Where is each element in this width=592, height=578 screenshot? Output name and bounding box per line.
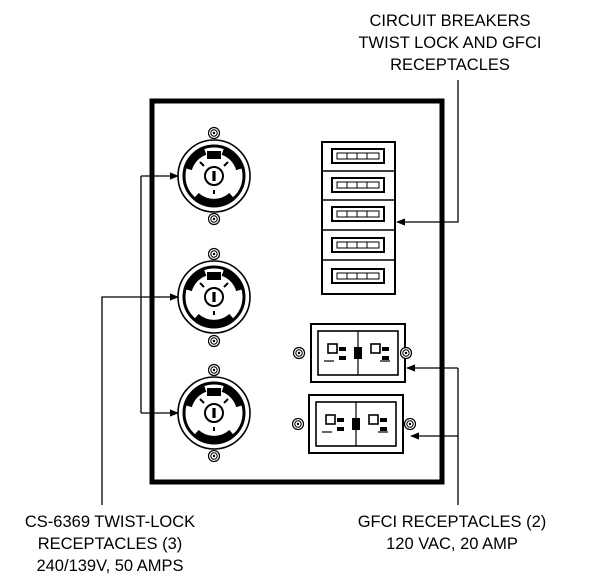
breakers-callout-line-1: CIRCUIT BREAKERS bbox=[369, 12, 530, 30]
breakers-callout-line-2: TWIST LOCK AND GFCI bbox=[358, 34, 541, 52]
twist-lock-callout-line-2: RECEPTACLES (3) bbox=[38, 535, 183, 553]
screw-icon bbox=[207, 247, 221, 261]
screw-icon bbox=[399, 346, 413, 360]
twist-lock-callout-line-3: 240/139V, 50 AMPS bbox=[36, 557, 183, 575]
screw-icon bbox=[403, 417, 417, 431]
gfci-receptacle-2 bbox=[308, 394, 404, 454]
twist-lock-receptacle-3 bbox=[178, 377, 250, 449]
gfci-callout-line-2: 120 VAC, 20 AMP bbox=[386, 535, 518, 553]
circuit-breaker-2 bbox=[331, 177, 385, 193]
gfci-callout: GFCI RECEPTACLES (2) 120 VAC, 20 AMP bbox=[358, 513, 547, 553]
circuit-breaker-5 bbox=[331, 268, 385, 284]
twist-lock-callout: CS-6369 TWIST-LOCK RECEPTACLES (3) 240/1… bbox=[25, 513, 195, 575]
breakers-callout-line-3: RECEPTACLES bbox=[390, 56, 510, 74]
twist-lock-receptacle-2 bbox=[178, 261, 250, 333]
circuit-breaker-3 bbox=[331, 206, 385, 222]
breaker-leader bbox=[396, 80, 459, 226]
circuit-breaker-4 bbox=[331, 237, 385, 253]
twist-lock-callout-line-1: CS-6369 TWIST-LOCK bbox=[25, 513, 195, 531]
screw-icon bbox=[292, 346, 306, 360]
screw-icon bbox=[207, 363, 221, 377]
screw-icon bbox=[207, 126, 221, 140]
breakers-callout: CIRCUIT BREAKERS TWIST LOCK AND GFCI REC… bbox=[358, 12, 541, 74]
gfci-receptacle-1 bbox=[310, 323, 406, 383]
screw-icon bbox=[207, 212, 221, 226]
screw-icon bbox=[207, 334, 221, 348]
screw-icon bbox=[207, 449, 221, 463]
twist-lock-receptacle-1 bbox=[178, 140, 250, 212]
screw-icon bbox=[291, 417, 305, 431]
gfci-leader bbox=[406, 364, 459, 505]
twist-lock-leader bbox=[101, 172, 179, 505]
circuit-breaker-1 bbox=[331, 148, 385, 164]
gfci-callout-line-1: GFCI RECEPTACLES (2) bbox=[358, 513, 547, 531]
